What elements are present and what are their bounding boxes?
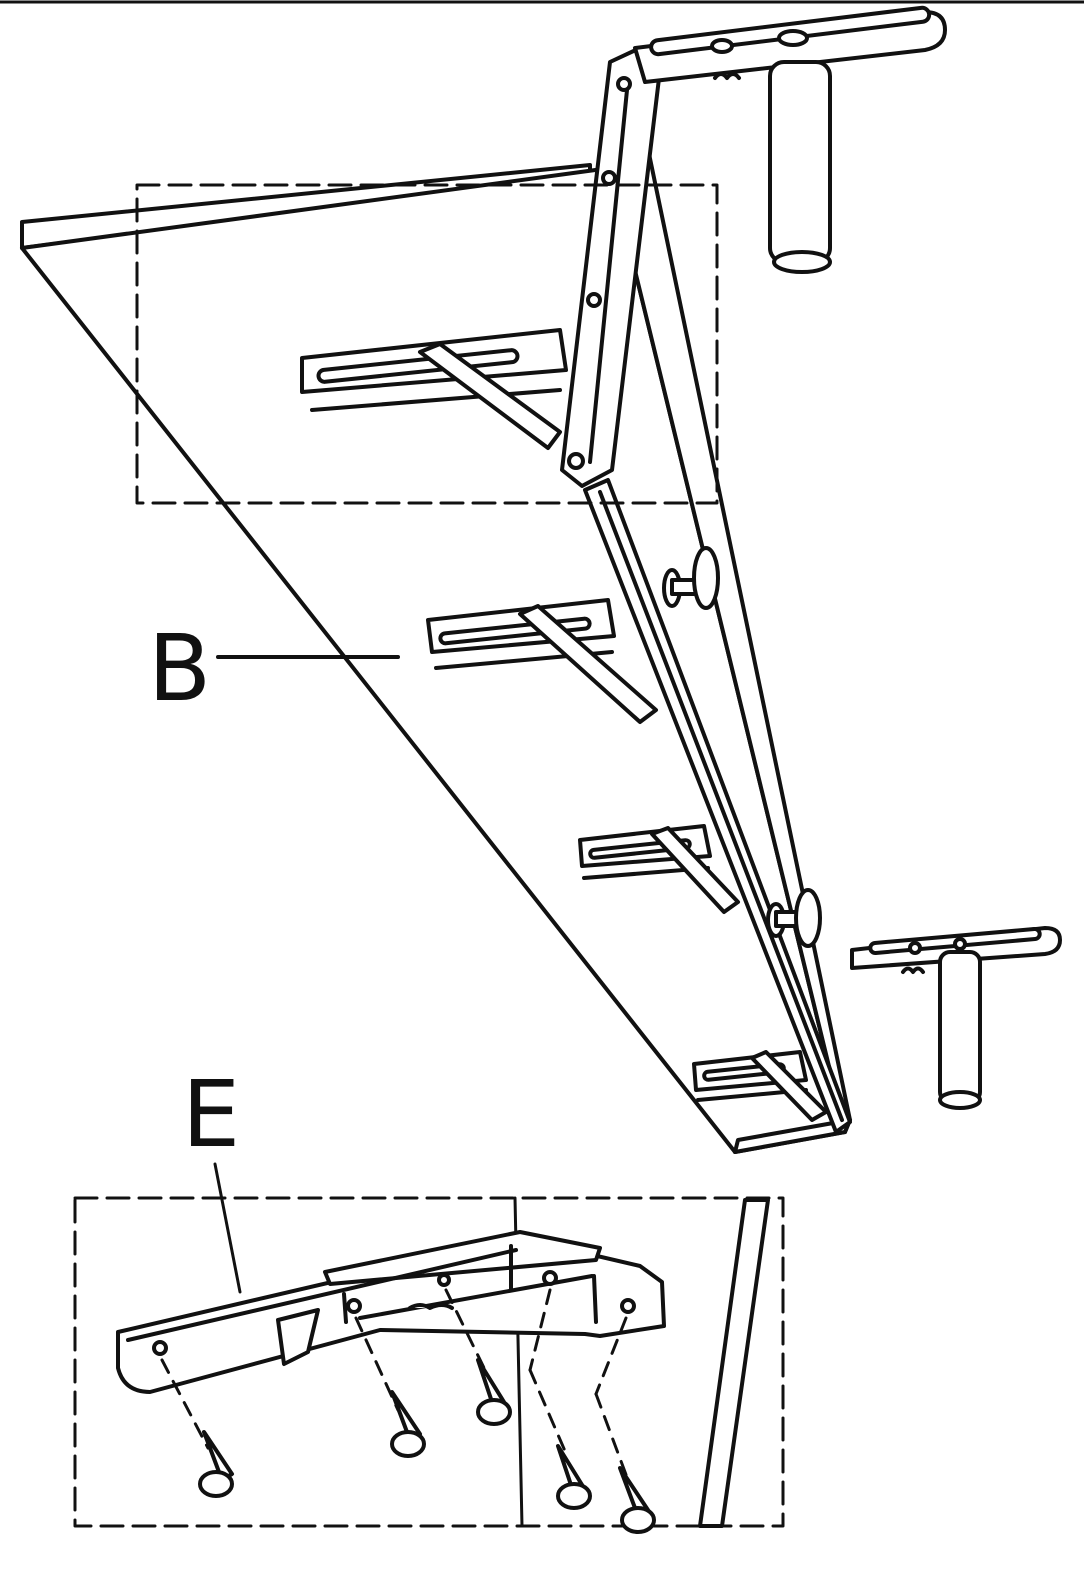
bracket-2: [426, 598, 658, 724]
screw-5: [618, 1466, 656, 1534]
leg-frame: [560, 46, 852, 1134]
screw-1: [198, 1430, 234, 1498]
bracket-4: [692, 1050, 828, 1122]
screw-3: [476, 1358, 512, 1426]
bracket-detail-e: [116, 1230, 666, 1394]
top-leg-bracket: [633, 5, 947, 274]
detail-frame-b: [135, 183, 719, 505]
screw-4: [556, 1444, 592, 1510]
bracket-1: [300, 328, 568, 450]
bracket-3: [578, 824, 740, 914]
knob-upper: [662, 546, 720, 610]
label-b: B: [148, 615, 211, 722]
label-e: E: [182, 1061, 240, 1168]
knob-lower: [766, 888, 822, 948]
detail-frame-e: [73, 1196, 785, 1528]
label-e-leader: [213, 1162, 242, 1294]
bottom-leg-bracket: [850, 926, 1062, 1110]
screw-2: [390, 1390, 426, 1458]
table-top: [20, 70, 852, 1154]
